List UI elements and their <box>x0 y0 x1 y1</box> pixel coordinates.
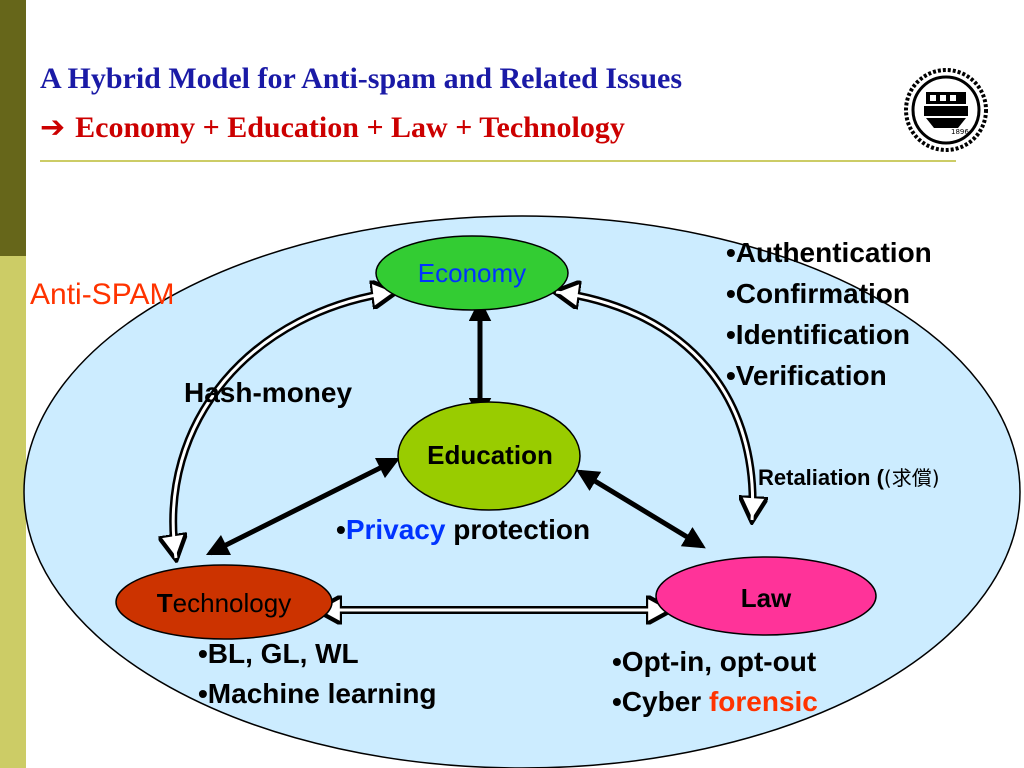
list-item: •Machine learning <box>198 678 437 709</box>
technology-node-label: Technology <box>118 588 330 619</box>
list-item: •Confirmation <box>726 278 911 309</box>
economy-node-label: Economy <box>417 258 527 288</box>
technology-rest: echnology <box>172 588 292 618</box>
cyber-text: •Cyber <box>612 686 709 717</box>
subtitle-text: Economy + Education + Law + Technology <box>75 111 625 144</box>
title-arrow-icon: ➔ <box>40 110 66 145</box>
forensic-text: forensic <box>708 686 818 717</box>
law-bullet-list: •Opt-in, opt-out •Cyber forensic <box>612 642 818 722</box>
technology-initial: T <box>156 588 173 618</box>
left-accent-bar-light <box>0 256 26 768</box>
list-item: •Opt-in, opt-out <box>612 646 817 677</box>
law-node-label: Law <box>740 583 792 613</box>
retaliation-cjk: (求償) <box>883 466 940 490</box>
privacy-bullet: • <box>336 514 346 545</box>
hash-money-label: Hash-money <box>184 377 353 408</box>
education-node-label: Education <box>427 440 553 470</box>
economy-law-arrow-inner <box>555 290 755 521</box>
list-item: •Identification <box>726 319 911 350</box>
education-node <box>397 401 581 511</box>
economy-technology-arrow-inner <box>171 290 396 559</box>
education-technology-arrow <box>205 457 401 556</box>
list-item: •BL, GL, WL <box>198 638 359 669</box>
university-seal-logo: 1896 <box>904 68 988 152</box>
privacy-rest: protection <box>445 514 591 545</box>
privacy-protection-label: •Privacy protection <box>336 514 590 546</box>
privacy-word: Privacy <box>345 514 446 545</box>
slide-title: A Hybrid Model for Anti-spam and Related… <box>40 62 683 95</box>
technology-bullet-list: •BL, GL, WL •Machine learning <box>198 634 437 714</box>
title-divider <box>40 160 956 162</box>
economy-node <box>375 235 569 311</box>
education-law-arrow <box>576 469 706 549</box>
slide-subtitle: ➔ Economy + Education + Law + Technology <box>40 110 625 145</box>
list-item: •Cyber forensic <box>612 682 818 722</box>
left-accent-bar-dark <box>0 0 26 256</box>
list-item: •Verification <box>726 360 887 391</box>
retaliation-label: Retaliation ((求償) <box>758 462 940 491</box>
anti-spam-label: Anti-SPAM <box>30 278 175 311</box>
retaliation-text: Retaliation ( <box>758 465 884 490</box>
seal-year: 1896 <box>951 128 969 136</box>
law-node <box>655 556 877 636</box>
list-item: •Authentication <box>726 237 932 268</box>
technology-node <box>115 564 333 640</box>
economy-law-bullet-list: •Authentication •Confirmation •Identific… <box>726 232 932 396</box>
